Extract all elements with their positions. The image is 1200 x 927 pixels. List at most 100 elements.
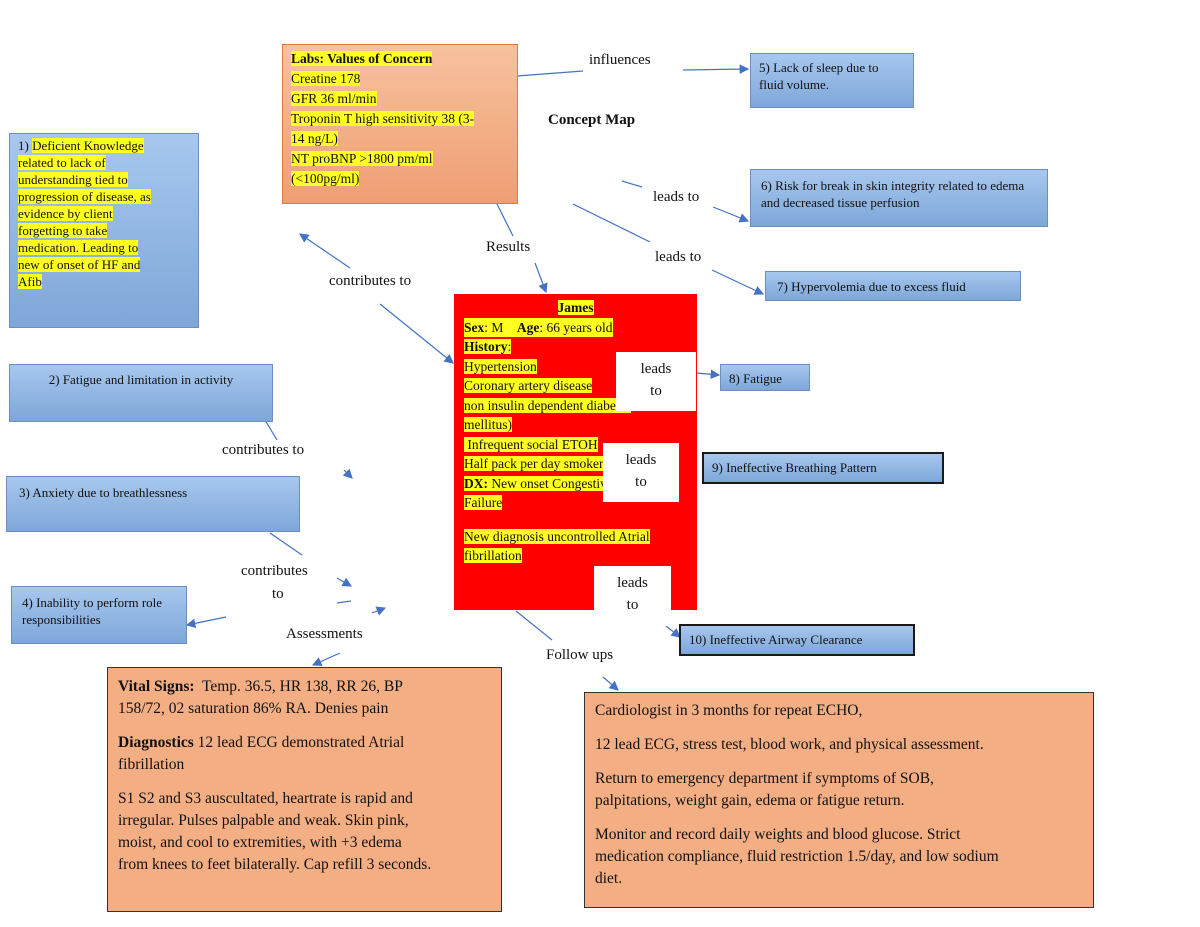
followup-box: Cardiologist in 3 months for repeat ECHO… [584, 692, 1094, 908]
exam-line: moist, and cool to extremities, with +3 … [118, 834, 402, 851]
nd8-box: 8) Fatigue [720, 364, 810, 391]
arrow-leads-nd6-b [712, 206, 750, 223]
patient-name: James [557, 300, 594, 315]
nd1-line: medication. Leading to [18, 240, 139, 255]
vitals-text: Temp. 36.5, HR 138, RR 26, BP [194, 678, 403, 695]
dx-label: DX: [464, 475, 488, 491]
nd1-line: Deficient Knowledge [32, 138, 144, 153]
arrow-contrib-james [379, 303, 454, 364]
lab-gfr: GFR 36 ml/min [291, 91, 377, 106]
arrow-james-followup [515, 610, 553, 641]
history-item: Infrequent social ETOH [464, 436, 598, 452]
label-contributes-to-2: contributes to [222, 442, 305, 458]
leads-to-nd9-box: leads to [603, 443, 679, 502]
label-contributes-to-1: contributes to [329, 273, 412, 289]
vitals-text: 158/72, 02 saturation 86% RA. Denies pai… [118, 700, 389, 717]
diagnostics-text: fibrillation [118, 756, 185, 773]
nd3-box: 3) Anxiety due to breathlessness [6, 476, 300, 532]
nd7-text: 7) Hypervolemia due to excess fluid [777, 279, 966, 294]
assessment-box: Vital Signs: Temp. 36.5, HR 138, RR 26, … [107, 667, 502, 912]
followup-item: medication compliance, fluid restriction… [595, 848, 999, 865]
new-diagnosis: New diagnosis uncontrolled Atrial [464, 528, 650, 544]
diagnostics-text: 12 lead ECG demonstrated Atrial [193, 734, 405, 751]
dx-value-cont: Failure [464, 495, 503, 510]
lab-troponin: Troponin T high sensitivity 38 (3- [291, 111, 475, 126]
label-follow-ups: Follow ups [546, 647, 614, 663]
lab-troponin-range: 14 ng/L) [291, 131, 338, 146]
history-label: History [464, 339, 508, 354]
nd4-text: 4) Inability to perform role responsibil… [22, 595, 163, 627]
followup-item: 12 lead ECG, stress test, blood work, an… [595, 736, 984, 753]
nd5-text: 5) Lack of sleep due to fluid volume. [759, 60, 879, 92]
label-results: Results [486, 239, 531, 255]
exam-line: irregular. Pulses palpable and weak. Ski… [118, 812, 409, 829]
nd7-box: 7) Hypervolemia due to excess fluid [765, 271, 1021, 301]
lab-creatine: Creatine 178 [291, 71, 361, 86]
history-colon: : [507, 339, 512, 354]
lab-ntprobnp: NT proBNP >1800 pm/ml [291, 151, 433, 166]
arrow-contrib2-head [342, 468, 353, 479]
leads-text: leads [640, 361, 672, 377]
followup-item: palpitations, weight gain, edema or fati… [595, 792, 905, 809]
labs-box: Labs: Values of Concern Creatine 178 GFR… [282, 44, 518, 204]
age-label: Age [516, 319, 540, 335]
arrow-followup-box [602, 676, 619, 691]
leads-text: leads [617, 575, 648, 591]
nd2-box: 2) Fatigue and limitation in activity [9, 364, 273, 422]
leads-text: leads [625, 452, 657, 468]
arrow-assess [311, 652, 341, 666]
label-leads-to-7: leads to [655, 249, 702, 265]
nd1-line: understanding tied to [18, 172, 128, 187]
nd1-line: related to lack of [18, 155, 106, 170]
history-item: Hypertension [464, 358, 537, 374]
arrow-dash-1 [336, 600, 352, 604]
history-item: Half pack per day smoker [464, 456, 604, 471]
arrow-leads-nd8 [695, 369, 721, 380]
nd10-text: 10) Ineffective Airway Clearance [689, 632, 863, 647]
nd10-box: 10) Ineffective Airway Clearance [679, 624, 915, 656]
nd5-box: 5) Lack of sleep due to fluid volume. [750, 53, 914, 108]
arrow-to-nd4 [185, 616, 227, 629]
label-influences: influences [589, 52, 651, 68]
nd6-text: 6) Risk for break in skin integrity rela… [761, 178, 1025, 210]
sex-value: : M [484, 319, 504, 335]
history-item: mellitus) [464, 417, 512, 432]
nd1-number: 1) [18, 138, 33, 153]
nd2-text: 2) Fatigue and limitation in activity [48, 372, 234, 387]
new-diagnosis: fibrillation [464, 548, 522, 563]
arrow-leads-nd10 [665, 625, 681, 638]
arrow-nd3-contrib [269, 532, 303, 556]
nd4-box: 4) Inability to perform role responsibil… [11, 586, 187, 644]
lab-ntprobnp-range: (<100pg/ml) [291, 171, 360, 186]
arrow-labs-results [496, 203, 514, 237]
followup-item: Return to emergency department if sympto… [595, 770, 934, 787]
arrow-influences-nd5 [682, 64, 750, 74]
diagnostics-label: Diagnostics [118, 734, 194, 751]
followup-item: Cardiologist in 3 months for repeat ECHO… [595, 702, 863, 719]
arrow-leads-nd6-a [621, 180, 643, 188]
history-item: non insulin dependent diabetes [464, 397, 631, 413]
age-value: : 66 years old [539, 319, 613, 335]
nd1-line: forgetting to take [18, 223, 108, 238]
nd9-text: 9) Ineffective Breathing Pattern [712, 460, 877, 475]
nd9-box: 9) Ineffective Breathing Pattern [702, 452, 944, 484]
arrow-results-james [534, 262, 548, 294]
nd6-box: 6) Risk for break in skin integrity rela… [750, 169, 1048, 227]
arrow-leads-nd7-b [711, 269, 765, 295]
label-contributes-3b: to [272, 586, 284, 602]
arrow-contrib3-head [336, 577, 353, 587]
nd1-line: new of onset of HF and [18, 257, 141, 272]
to-text: to [635, 474, 647, 490]
arrow-leads-nd7-a [572, 203, 651, 243]
leads-to-nd10-box: leads to [594, 566, 671, 626]
nd8-text: 8) Fatigue [729, 371, 783, 386]
nd1-line: Afib [18, 274, 42, 289]
nd1-box: 1) Deficient Knowledge related to lack o… [9, 133, 199, 328]
arrow-labs-influences [516, 70, 584, 77]
nd3-text: 3) Anxiety due to breathlessness [19, 485, 188, 500]
arrow-nd2-contrib [264, 419, 278, 441]
to-text: to [650, 383, 662, 399]
label-contributes-3a: contributes [241, 563, 308, 579]
label-leads-to-6: leads to [653, 189, 700, 205]
